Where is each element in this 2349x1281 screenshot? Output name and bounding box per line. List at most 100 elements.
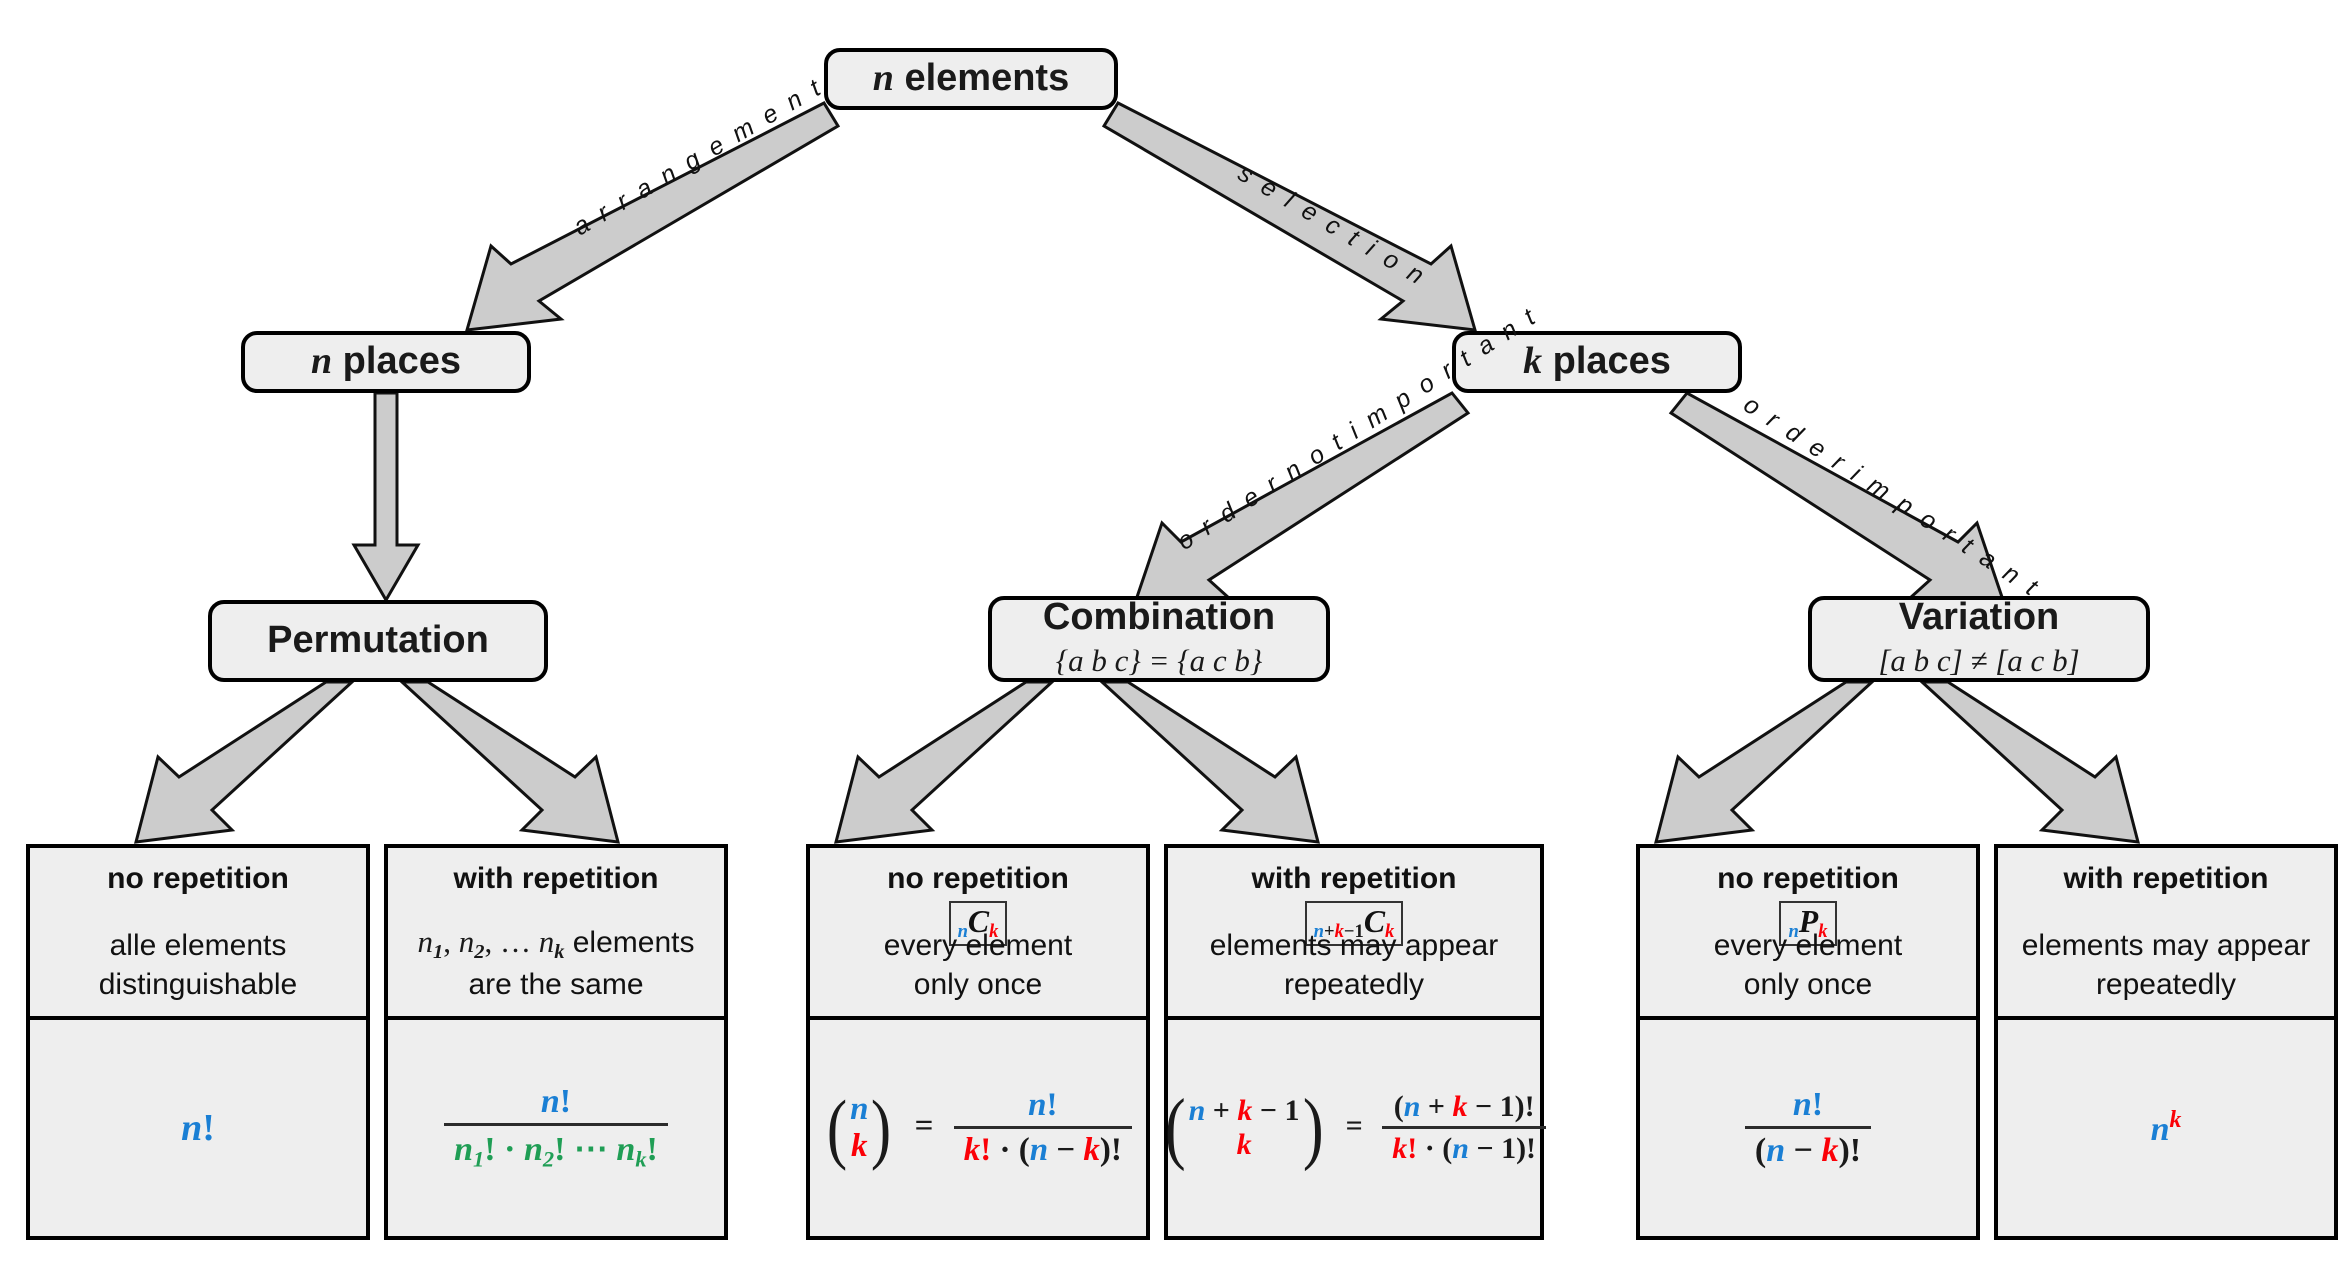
- formula-n-factorial: n!: [181, 1107, 215, 1149]
- binomial-top: n + k − 1: [1188, 1094, 1300, 1128]
- desc-line-1: every element: [1713, 929, 1903, 963]
- card-formula: n! (n − k)!: [1640, 1020, 1976, 1236]
- binomial-top: n: [850, 1091, 869, 1128]
- node-n-places[interactable]: n places: [241, 331, 531, 393]
- formula-multiset-permutation: n! n1! · n2! ⋯ nk!: [444, 1083, 668, 1173]
- card-description: elements may appear repeatedly: [1998, 927, 2334, 1004]
- card-top: with repetition elements may appear repe…: [1998, 848, 2334, 1020]
- card-description: n1, n2, … nk elements are the same: [388, 922, 724, 1004]
- node-k-places[interactable]: k places: [1452, 331, 1742, 393]
- card-top: with repetition n1, n2, … nk elements ar…: [388, 848, 724, 1020]
- formula-n-power-k: nk: [2150, 1106, 2182, 1149]
- arrow-variation-to-with-repetition: [1918, 680, 2141, 844]
- root-text: elements: [893, 57, 1070, 100]
- left-paren: (: [1164, 1084, 1186, 1172]
- desc-line-2: distinguishable: [98, 967, 298, 1001]
- desc-line-2: only once: [913, 967, 1043, 1001]
- desc-n-subscripts: n1, n2, … nk: [417, 924, 565, 964]
- card-top: no repetition nPk every element only onc…: [1640, 848, 1976, 1020]
- card-top: no repetition nCk every element only onc…: [810, 848, 1146, 1020]
- node-variation[interactable]: Variation [a b c] ≠ [a c b]: [1808, 596, 2150, 682]
- card-header: with repetition: [2063, 862, 2269, 895]
- card-header: with repetition: [453, 862, 659, 895]
- card-description: every element only once: [1640, 927, 1976, 1004]
- arrow-n-places-to-permutation: [351, 391, 421, 603]
- card-top: no repetition alle elements distinguisha…: [30, 848, 366, 1020]
- arrow-k-places-to-combination: [1131, 391, 1471, 608]
- card-symbol: nPk: [1779, 900, 1837, 947]
- desc-line-2: are the same: [468, 967, 644, 1001]
- card-description: elements may appear repeatedly: [1168, 927, 1540, 1004]
- binomial-bottom: k: [851, 1128, 868, 1164]
- arrow-root-to-n-places: [464, 101, 841, 332]
- fraction-numerator: (n + k − 1)!: [1393, 1090, 1535, 1123]
- binomial-stack: n + k − 1 k: [1189, 1094, 1300, 1161]
- right-paren: ): [1302, 1084, 1324, 1172]
- card-formula: ( n k ) = n! k! · (n − k)!: [810, 1020, 1146, 1236]
- node-permutation[interactable]: Permutation: [208, 600, 548, 682]
- fraction-numerator: n!: [540, 1083, 572, 1121]
- desc-line-1: every element: [883, 929, 1073, 963]
- k-places-variable: k: [1523, 340, 1543, 383]
- fraction-denominator: n1! · n2! ⋯ nk!: [444, 1123, 668, 1173]
- card-formula: n!: [30, 1020, 366, 1236]
- card-variation-with-repetition[interactable]: with repetition elements may appear repe…: [1994, 844, 2338, 1240]
- k-places-text: places: [1542, 340, 1671, 383]
- desc-line-1: n1, n2, … nk elements: [388, 922, 724, 965]
- desc-line-1: elements may appear: [1209, 929, 1499, 963]
- card-variation-no-repetition[interactable]: no repetition nPk every element only onc…: [1636, 844, 1980, 1240]
- arrow-permutation-to-with-repetition: [398, 680, 621, 844]
- node-n-places-label: n places: [310, 340, 461, 383]
- fraction-numerator: n!: [1792, 1086, 1824, 1123]
- fraction-numerator: n!: [1028, 1087, 1058, 1123]
- root-variable: n: [872, 57, 894, 100]
- symbol-n-plus-k-minus-1-C-k: n+k−1Ck: [1304, 900, 1404, 947]
- left-paren: (: [826, 1084, 848, 1171]
- formula-multiset-combination: ( n + k − 1 k ) = (n + k − 1)! k! · (n −…: [1162, 1088, 1547, 1168]
- card-permutation-with-repetition[interactable]: with repetition n1, n2, … nk elements ar…: [384, 844, 728, 1240]
- symbol-nPk: nPk: [1779, 900, 1837, 947]
- fraction: n! k! · (n − k)!: [953, 1087, 1132, 1169]
- card-header: no repetition: [1717, 862, 1899, 895]
- arrow-combination-to-no-repetition: [833, 680, 1056, 844]
- card-header: with repetition: [1251, 862, 1457, 895]
- node-k-places-label: k places: [1523, 340, 1671, 383]
- binomial-bottom: k: [1236, 1128, 1252, 1161]
- card-formula: n! n1! · n2! ⋯ nk!: [388, 1020, 724, 1236]
- binomial-coefficient: ( n + k − 1 k ): [1162, 1088, 1326, 1168]
- desc-line-2: repeatedly: [2095, 967, 2237, 1001]
- arrow-variation-to-no-repetition: [1653, 680, 1876, 844]
- equals-sign: =: [914, 1107, 934, 1144]
- card-description: every element only once: [810, 927, 1146, 1004]
- arrow-combination-to-with-repetition: [1098, 680, 1321, 844]
- node-n-elements[interactable]: n elements: [824, 48, 1118, 110]
- card-top: with repetition n+k−1Ck elements may app…: [1168, 848, 1540, 1020]
- desc-line-1: alle elements: [109, 929, 287, 963]
- card-combination-with-repetition[interactable]: with repetition n+k−1Ck elements may app…: [1162, 844, 1547, 1240]
- card-permutation-no-repetition[interactable]: no repetition alle elements distinguisha…: [26, 844, 370, 1240]
- node-combination[interactable]: Combination {a b c} = {a c b}: [988, 596, 1330, 682]
- fraction-denominator: k! · (n − k)!: [953, 1126, 1132, 1169]
- symbol-nCk: nCk: [948, 900, 1008, 947]
- desc-elements-word: elements: [564, 926, 695, 960]
- arrow-k-places-to-variation: [1668, 391, 2008, 608]
- desc-line-2: repeatedly: [1283, 967, 1425, 1001]
- n-places-variable: n: [310, 340, 333, 383]
- card-combination-no-repetition[interactable]: no repetition nCk every element only onc…: [806, 844, 1150, 1240]
- fraction: (n + k − 1)! k! · (n − 1)!: [1382, 1090, 1547, 1166]
- arrow-root-to-k-places: [1101, 101, 1478, 332]
- node-n-elements-label: n elements: [872, 57, 1070, 100]
- desc-line-2: only once: [1743, 967, 1873, 1001]
- card-formula: nk: [1998, 1020, 2334, 1236]
- variation-note: [a b c] ≠ [a c b]: [1878, 643, 2080, 679]
- formula-binomial-nk: ( n k ) = n! k! · (n − k)!: [824, 1087, 1132, 1169]
- formula-variation-no-rep: n! (n − k)!: [1744, 1086, 1872, 1170]
- combination-note: {a b c} = {a c b}: [1055, 643, 1263, 679]
- card-header: no repetition: [887, 862, 1069, 895]
- variation-title: Variation: [1898, 596, 2060, 639]
- card-symbol: n+k−1Ck: [1304, 900, 1404, 947]
- card-header: no repetition: [107, 862, 289, 895]
- desc-line-1: elements may appear: [2021, 929, 2311, 963]
